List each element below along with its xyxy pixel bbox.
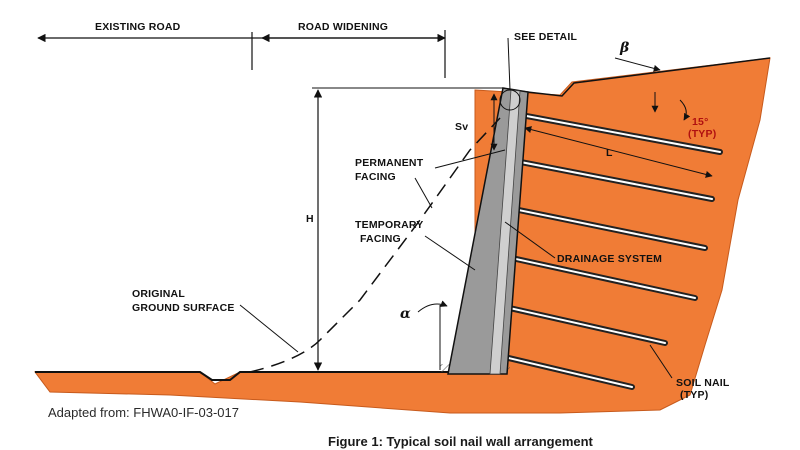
top-slope-line bbox=[509, 57, 771, 97]
soil-nail-label-1: SOIL NAIL bbox=[676, 377, 730, 389]
nail-angle-arc bbox=[679, 99, 691, 121]
see-detail-leader bbox=[507, 37, 511, 91]
existing-road-label: EXISTING ROAD bbox=[95, 21, 181, 33]
original-ground-dashed bbox=[249, 117, 501, 373]
angle-typ-label: (TYP) bbox=[688, 128, 716, 140]
length-dimension-line bbox=[524, 126, 713, 178]
sv-label: Sv bbox=[455, 121, 468, 133]
permanent-facing-label-1: PERMANENT bbox=[355, 157, 424, 169]
slope-angle-arrow bbox=[614, 57, 661, 72]
temporary-facing-leader bbox=[424, 235, 476, 271]
see-detail-label: SEE DETAIL bbox=[514, 31, 577, 43]
original-ground-leader bbox=[239, 304, 299, 353]
wall-facing-inner bbox=[489, 89, 521, 375]
permanent-facing-label-2: FACING bbox=[355, 171, 396, 183]
soil-nail-label-2: (TYP) bbox=[680, 389, 708, 401]
alpha-label: α bbox=[400, 306, 411, 322]
ground-surface-line bbox=[35, 371, 470, 381]
height-label: H bbox=[306, 213, 314, 225]
original-ground-label-2: GROUND SURFACE bbox=[132, 302, 235, 314]
source-credit: Adapted from: FHWA0-IF-03-017 bbox=[48, 405, 239, 420]
figure-caption: Figure 1: Typical soil nail wall arrange… bbox=[328, 434, 593, 449]
soil-nail-core bbox=[493, 204, 706, 249]
soil-nail-leader bbox=[649, 344, 673, 379]
temporary-facing-label-2: FACING bbox=[360, 233, 401, 245]
drainage-system-label: DRAINAGE SYSTEM bbox=[557, 253, 662, 265]
original-ground-label-1: ORIGINAL bbox=[132, 288, 185, 300]
permanent-facing-leader-2 bbox=[414, 177, 433, 209]
temporary-facing-label-1: TEMPORARY bbox=[355, 219, 424, 231]
length-label: L bbox=[606, 147, 613, 159]
permanent-facing-leader bbox=[434, 149, 506, 169]
drainage-system-leader bbox=[504, 221, 556, 259]
soil-nail-core bbox=[483, 251, 696, 299]
batter-angle-arc bbox=[417, 300, 448, 313]
angle-15-label: 15° bbox=[692, 116, 708, 128]
road-widening-label: ROAD WIDENING bbox=[298, 21, 388, 33]
beta-label: β bbox=[619, 40, 630, 56]
